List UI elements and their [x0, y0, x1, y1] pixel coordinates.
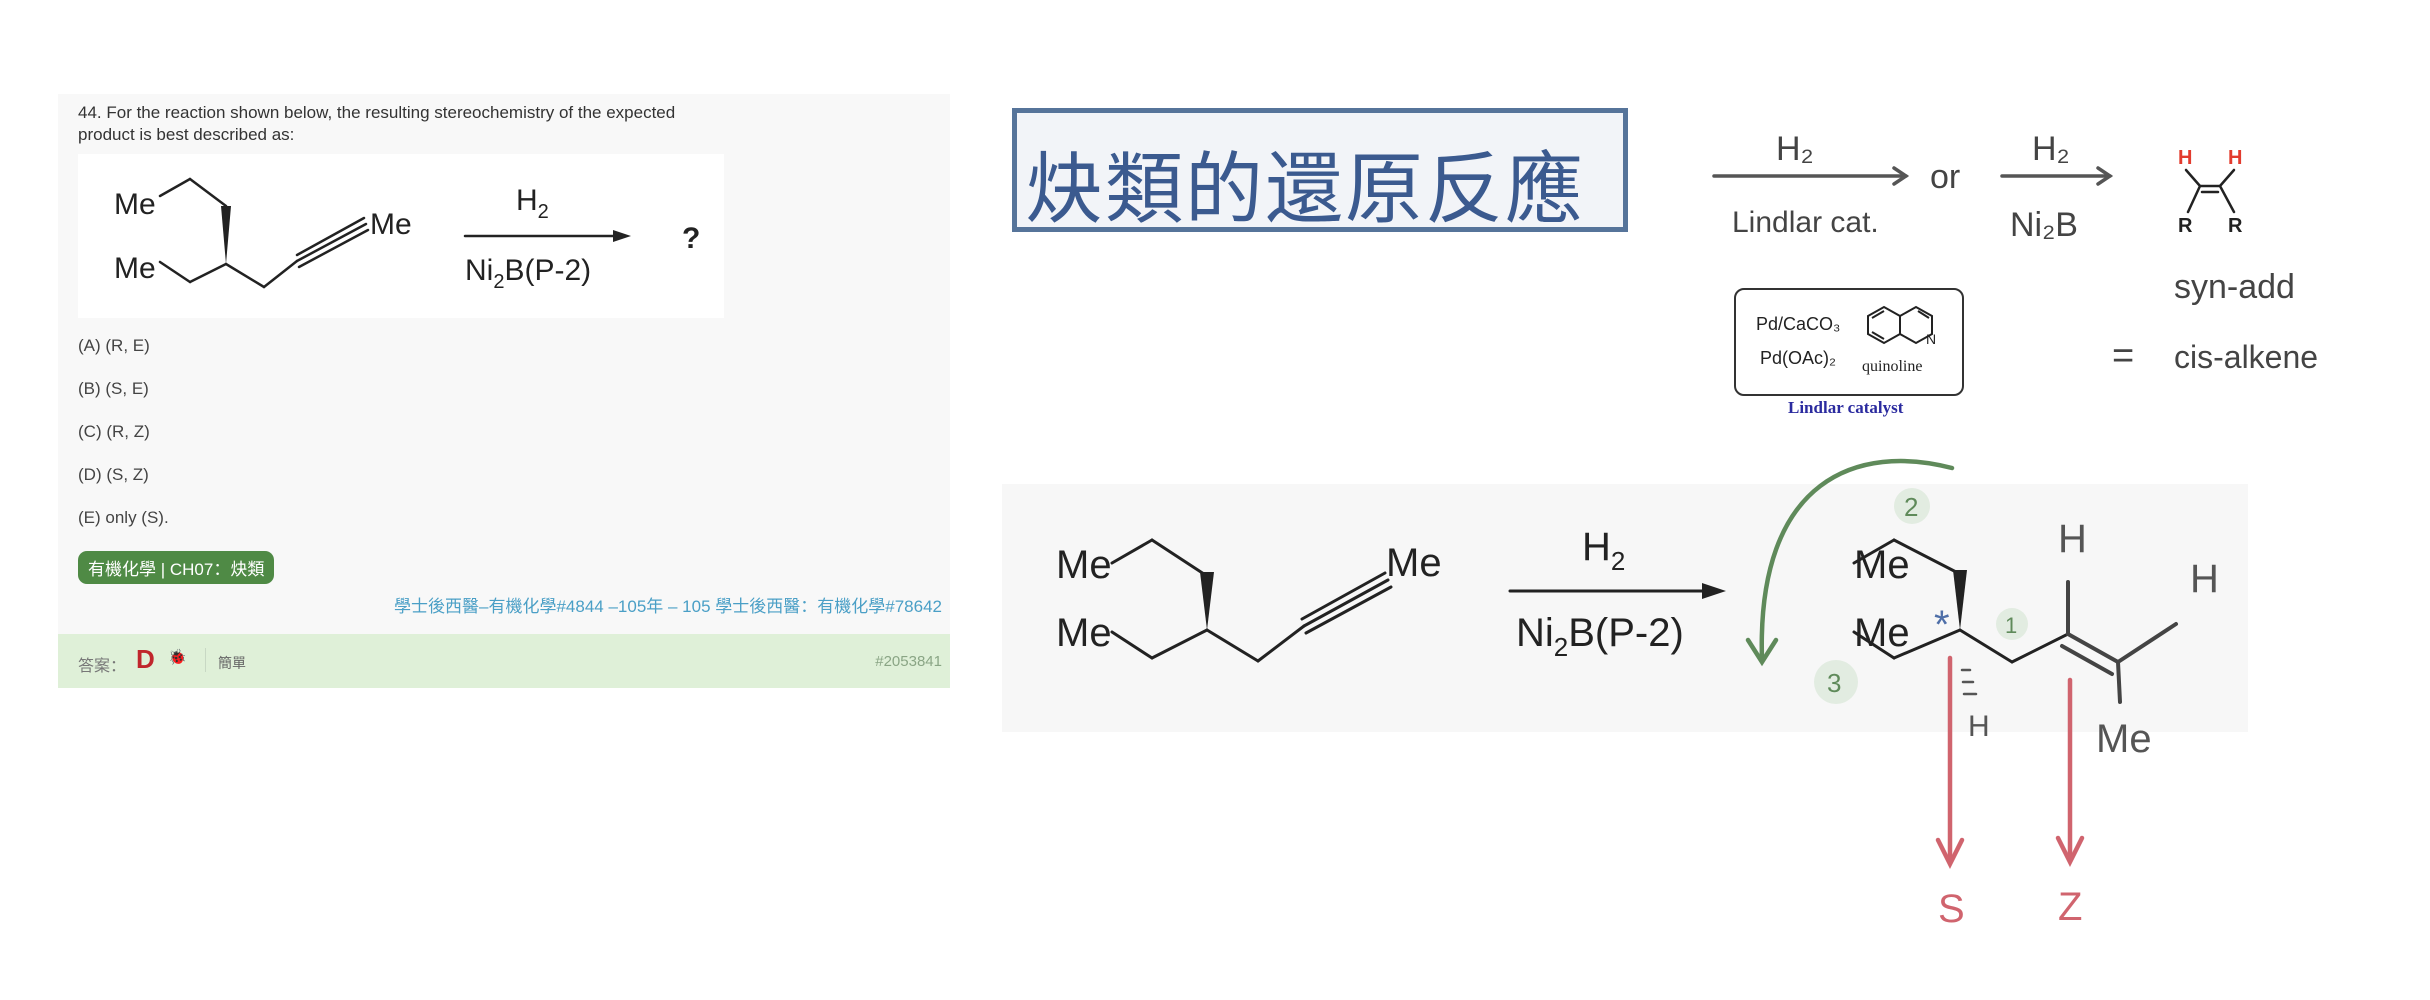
mechanism-panel: [1002, 484, 2248, 732]
arrow1-lindlar: Lindlar cat.: [1732, 206, 1879, 239]
answer-divider: [205, 648, 206, 672]
question-reagent-h: H: [516, 184, 538, 217]
bug-icon[interactable]: 🐞: [168, 649, 187, 666]
priority-1: 1: [2005, 613, 2017, 638]
lindlar-caption: Lindlar catalyst: [1788, 398, 1904, 417]
stereocenter-star: *: [1934, 603, 1950, 647]
chapter-tag[interactable]: 有機化學 | CH07：炔類: [78, 551, 275, 584]
or-text: or: [1930, 158, 1960, 196]
reagent-notes-svg: H₂ Lindlar cat. or H₂ Ni₂B H H R R syn-a…: [1712, 130, 2318, 377]
question-reaction-image: Me Me Me H2 Ni2B(P-2) ?: [78, 154, 724, 318]
cis-alkene-text: cis-alkene: [2174, 339, 2318, 375]
prod-me-top: Me: [1854, 543, 1910, 587]
option-a[interactable]: (A) (R, E): [78, 336, 150, 355]
lindlar-pd-caco3: Pd/CaCO₃: [1756, 314, 1841, 334]
prod-h-alkene-1: H: [2058, 517, 2087, 561]
question-id: #2053841: [875, 653, 942, 670]
mech-reagent-b: B(P-2): [1568, 611, 1684, 655]
mech-reagent-h-sub: 2: [1611, 546, 1625, 576]
priority-2: 2: [1904, 492, 1918, 522]
arrow2-h2: H₂: [2032, 130, 2070, 168]
prod-h-alkene-2: H: [2190, 557, 2219, 601]
alkene-r-left: R: [2178, 215, 2193, 237]
lindlar-pd-oac: Pd(OAc)₂: [1760, 348, 1836, 368]
label-s: S: [1938, 887, 1965, 931]
arrow1-h2: H₂: [1776, 130, 1814, 168]
question-me-top: Me: [114, 188, 156, 221]
mech-me-right: Me: [1386, 541, 1442, 585]
question-reagent-ni-sub: 2: [493, 271, 504, 293]
question-text: 44. For the reaction shown below, the re…: [78, 103, 676, 144]
mech-me-top: Me: [1056, 543, 1112, 587]
mech-reagent-h: H: [1582, 525, 1611, 569]
answer-label: 答案：: [78, 658, 127, 675]
svg-text:H2: H2: [516, 184, 549, 223]
quinoline-n: N: [1926, 331, 1936, 347]
mechanism-svg: Me Me Me H2 Ni2B(P-2) Me Me H H H Me 2 1…: [1056, 458, 2219, 931]
option-c[interactable]: (C) (R, Z): [78, 422, 150, 441]
alkene-h-left: H: [2178, 147, 2192, 169]
notes-title-box: 炔類的還原反應: [1012, 108, 1628, 235]
option-b[interactable]: (B) (S, E): [78, 379, 149, 398]
notes-title: 炔類的還原反應: [1025, 145, 1586, 235]
question-me-bottom: Me: [114, 252, 156, 285]
mech-me-bottom: Me: [1056, 611, 1112, 655]
priority-3: 3: [1827, 668, 1841, 698]
svg-text:Ni2B(P-2): Ni2B(P-2): [1516, 611, 1684, 662]
difficulty-label: 簡單: [218, 655, 246, 671]
prod-h-wedge: H: [1968, 710, 1990, 743]
question-card: 44. For the reaction shown below, the re…: [58, 94, 950, 688]
lindlar-catalyst-box: Pd/CaCO₃ Pd(OAc)₂ N quinoline: [1734, 288, 1964, 396]
arrow2-ni2b: Ni₂B: [2010, 206, 2078, 244]
label-z: Z: [2058, 885, 2082, 929]
answer-value: D: [136, 644, 155, 674]
quinoline-structure-icon: N: [1867, 305, 1936, 347]
option-e[interactable]: (E) only (S).: [78, 508, 169, 527]
svg-text:Ni2B(P-2): Ni2B(P-2): [465, 254, 591, 293]
mech-reagent-ni: Ni: [1516, 611, 1554, 655]
question-product-mark: ?: [682, 222, 700, 255]
option-d[interactable]: (D) (S, Z): [78, 465, 149, 484]
alkene-r-right: R: [2228, 215, 2243, 237]
priority-arrow-icon: [1759, 458, 1955, 663]
question-reagent-b: B(P-2): [504, 254, 591, 287]
mech-reagent-ni-sub: 2: [1554, 632, 1568, 662]
question-reaction-svg: Me Me Me H2 Ni2B(P-2) ?: [114, 177, 700, 293]
svg-text:H2: H2: [1582, 525, 1625, 576]
prod-me-bottom: Me: [1854, 611, 1910, 655]
question-reagent-ni: Ni: [465, 254, 493, 287]
source-link[interactable]: 學士後西醫–有機化學#4844 –105年 – 105 學士後西醫：有機化學#7…: [394, 597, 942, 616]
question-reagent-h-sub: 2: [538, 201, 549, 223]
alkene-h-right: H: [2228, 147, 2242, 169]
answer-bar: 答案： D 🐞 簡單 #2053841: [58, 634, 950, 688]
prod-me-alkene: Me: [2096, 717, 2152, 761]
lindlar-quinoline-label: quinoline: [1862, 358, 1923, 375]
equals-sign: =: [2112, 335, 2134, 377]
question-me-right: Me: [370, 208, 412, 241]
syn-add-text: syn-add: [2174, 268, 2295, 306]
